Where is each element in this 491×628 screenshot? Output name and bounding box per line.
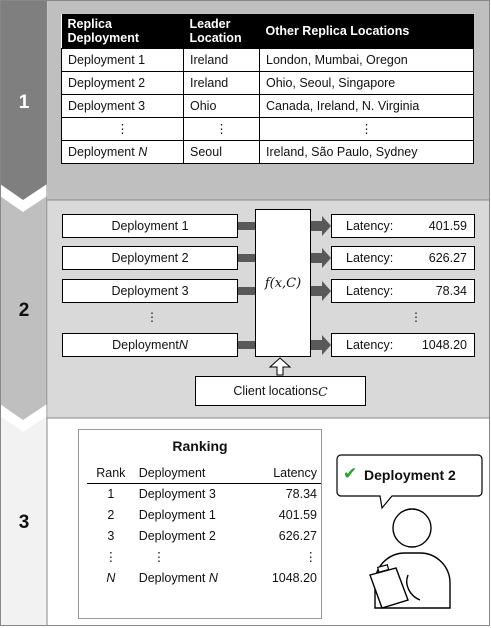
table-cell: 1 <box>107 487 115 501</box>
table-cell: Deployment N <box>138 571 218 585</box>
table-row: N Deployment N 1048.20 <box>87 568 321 589</box>
table-cell: Canada, Ireland, N. Virginia <box>259 94 474 118</box>
client-locations-box: Client locations C <box>195 376 366 406</box>
table-cell: Seoul <box>183 140 260 164</box>
latency-ellipsis: ⋮ <box>410 310 422 324</box>
table-row: ⋮ ⋮ ⋮ <box>61 117 474 141</box>
table-cell: ⋮ <box>61 117 184 141</box>
ranking-title: Ranking <box>172 438 228 454</box>
table-cell: Ireland <box>183 48 260 72</box>
latency-output-3: Latency: 78.34 <box>331 279 475 303</box>
table-cell: Deployment N <box>61 140 184 164</box>
deployment-input-1: Deployment 1 <box>62 214 238 238</box>
chosen-deployment-label: Deployment 2 <box>364 467 456 483</box>
function-box: f(x,C) <box>255 209 311 357</box>
latency-output-n: Latency: 1048.20 <box>331 333 475 357</box>
table-row: 1 Deployment 3 78.34 <box>87 484 321 506</box>
latency-value: 1048.20 <box>421 338 467 352</box>
table-cell: 78.34 <box>285 487 317 501</box>
table-row: ⋮ ⋮ ⋮ <box>87 547 321 568</box>
table-row: Deployment 1 Ireland London, Mumbai, Ore… <box>61 48 474 72</box>
step-number-2: 2 <box>18 300 30 321</box>
table-cell: Ohio, Seoul, Singapore <box>259 71 474 95</box>
latency-label: Latency: <box>346 338 394 352</box>
ranking-header: Deployment <box>134 463 252 484</box>
table-cell: Deployment 2 <box>138 529 216 543</box>
table-cell: 2 <box>107 508 115 522</box>
latency-label: Latency: <box>346 284 394 298</box>
table-cell: Ireland, São Paulo, Sydney <box>259 140 474 164</box>
table-row: 3 Deployment 2 626.27 <box>87 526 321 547</box>
table-cell: 401.59 <box>278 508 317 522</box>
table-row: Deployment N Seoul Ireland, São Paulo, S… <box>61 140 474 164</box>
step-number-3: 3 <box>18 512 30 533</box>
table-cell: Deployment 2 <box>61 71 184 95</box>
table-cell: ⋮ <box>104 550 118 564</box>
table-cell: Deployment 3 <box>138 487 216 501</box>
table-cell: Ireland <box>183 71 260 95</box>
replica-deployment-table: Replica Deployment Leader Location Other… <box>61 14 474 164</box>
latency-label: Latency: <box>346 251 394 265</box>
ranking-panel: Ranking Rank Deployment Latency 1 Deploy… <box>78 429 322 619</box>
latency-label: Latency: <box>346 219 394 233</box>
table-header: Other Replica Locations <box>259 14 474 49</box>
table-cell: London, Mumbai, Oregon <box>259 48 474 72</box>
ranking-header: Latency <box>251 463 321 484</box>
deployment-input-n: Deployment N <box>62 333 238 357</box>
ranking-table: Rank Deployment Latency 1 Deployment 3 7… <box>87 463 321 589</box>
table-row: Deployment 3 Ohio Canada, Ireland, N. Vi… <box>61 94 474 118</box>
check-icon: ✔ <box>343 464 358 484</box>
latency-output-2: Latency: 626.27 <box>331 246 475 270</box>
table-cell: 1048.20 <box>271 571 317 585</box>
table-cell: Deployment 3 <box>61 94 184 118</box>
latency-value: 78.34 <box>435 284 467 298</box>
table-header: Leader Location <box>183 14 260 49</box>
table-row: Deployment 2 Ireland Ohio, Seoul, Singap… <box>61 71 474 95</box>
step-number-1: 1 <box>18 92 30 113</box>
table-cell: ⋮ <box>152 550 166 564</box>
table-row: 2 Deployment 1 401.59 <box>87 505 321 526</box>
deployment-input-3: Deployment 3 <box>62 279 238 303</box>
table-cell: 3 <box>107 529 115 543</box>
latency-value: 626.27 <box>428 251 467 265</box>
input-ellipsis: ⋮ <box>146 310 158 324</box>
table-cell: Deployment 1 <box>138 508 216 522</box>
table-header: Replica Deployment <box>61 14 184 49</box>
table-cell: ⋮ <box>304 550 318 564</box>
table-cell: 626.27 <box>278 529 317 543</box>
deployment-input-2: Deployment 2 <box>62 246 238 270</box>
latency-output-1: Latency: 401.59 <box>331 214 475 238</box>
table-cell: Ohio <box>183 94 260 118</box>
latency-value: 401.59 <box>428 219 467 233</box>
table-cell: N <box>106 571 116 585</box>
ranking-header: Rank <box>87 463 135 484</box>
table-cell: Deployment 1 <box>61 48 184 72</box>
function-label: f(x,C) <box>264 275 302 291</box>
